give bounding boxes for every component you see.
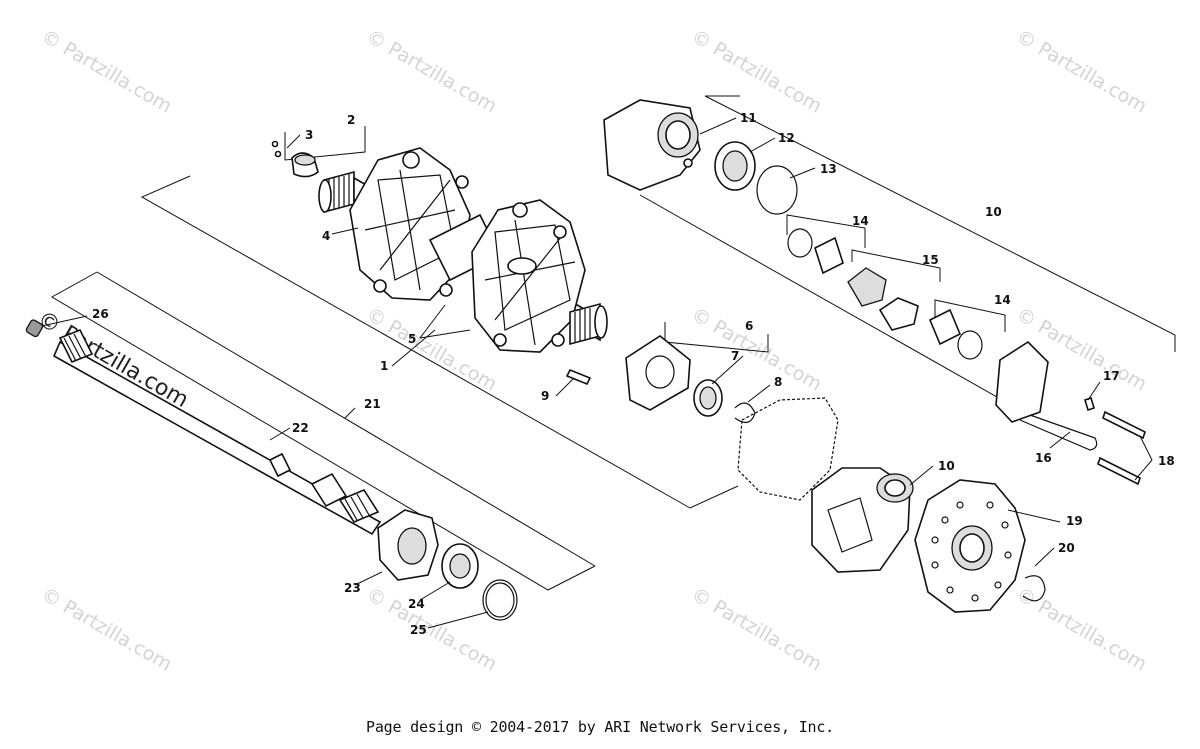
- callout-24: 24: [408, 597, 425, 611]
- brake-pads: [787, 228, 983, 360]
- callout-5: 5: [408, 332, 416, 346]
- callout-8: 8: [774, 375, 782, 389]
- callout-16: 16: [1035, 451, 1052, 465]
- bearing-cap: [271, 140, 319, 178]
- exploded-parts-diagram: © Partzilla.com © Partzilla.com © Partzi…: [25, 25, 1176, 676]
- callout-10-lower: 10: [938, 459, 955, 473]
- callout-4: 4: [322, 229, 330, 243]
- callout-6: 6: [745, 319, 753, 333]
- callout-11: 11: [740, 111, 757, 125]
- watermark: © Partzilla.com: [1013, 25, 1151, 117]
- callout-7: 7: [731, 349, 739, 363]
- callout-labels: 1 2 3 4 5 6 7 8 9 10 10 11 12 13 14 14 1…: [92, 111, 1175, 637]
- page-footer: Page design © 2004-2017 by ARI Network S…: [365, 718, 835, 736]
- callout-18: 18: [1158, 454, 1175, 468]
- callout-9: 9: [541, 389, 549, 403]
- callout-22: 22: [292, 421, 309, 435]
- leader-lines: [41, 117, 1153, 629]
- callout-10-upper: 10: [985, 205, 1002, 219]
- callout-17: 17: [1103, 369, 1120, 383]
- watermark: © Partzilla.com: [688, 25, 826, 117]
- callout-19: 19: [1066, 514, 1083, 528]
- callout-1: 1: [380, 359, 388, 373]
- callout-20: 20: [1058, 541, 1075, 555]
- drive-sprocket-assembly: [318, 147, 608, 353]
- seal-plate: [565, 335, 756, 424]
- watermark: © Partzilla.com: [363, 25, 501, 117]
- callout-2: 2: [347, 113, 355, 127]
- callout-15: 15: [922, 253, 939, 267]
- callout-14-lower: 14: [994, 293, 1011, 307]
- watermark: © Partzilla.com: [1013, 583, 1151, 675]
- gasket: [737, 397, 839, 501]
- brake-disc: [914, 479, 1046, 613]
- watermark: © Partzilla.com: [38, 583, 176, 675]
- watermark: © Partzilla.com: [38, 25, 176, 117]
- watermark: © Partzilla.com: [688, 583, 826, 675]
- callout-12: 12: [778, 131, 795, 145]
- brake-caliper-lower: [811, 467, 914, 573]
- group-brackets: [50, 95, 1176, 591]
- caliper-bracket-and-bolts: [995, 340, 1146, 486]
- jackshaft: [25, 319, 382, 536]
- callout-25: 25: [410, 623, 427, 637]
- watermark: © Partzilla.com: [363, 583, 501, 675]
- callout-14-upper: 14: [852, 214, 869, 228]
- callout-23: 23: [344, 581, 361, 595]
- brake-caliper-upper: [603, 99, 798, 215]
- bearing-housing: [377, 509, 518, 621]
- callout-26: 26: [92, 307, 109, 321]
- callout-13: 13: [820, 162, 837, 176]
- callout-3: 3: [305, 128, 313, 142]
- callout-21: 21: [364, 397, 381, 411]
